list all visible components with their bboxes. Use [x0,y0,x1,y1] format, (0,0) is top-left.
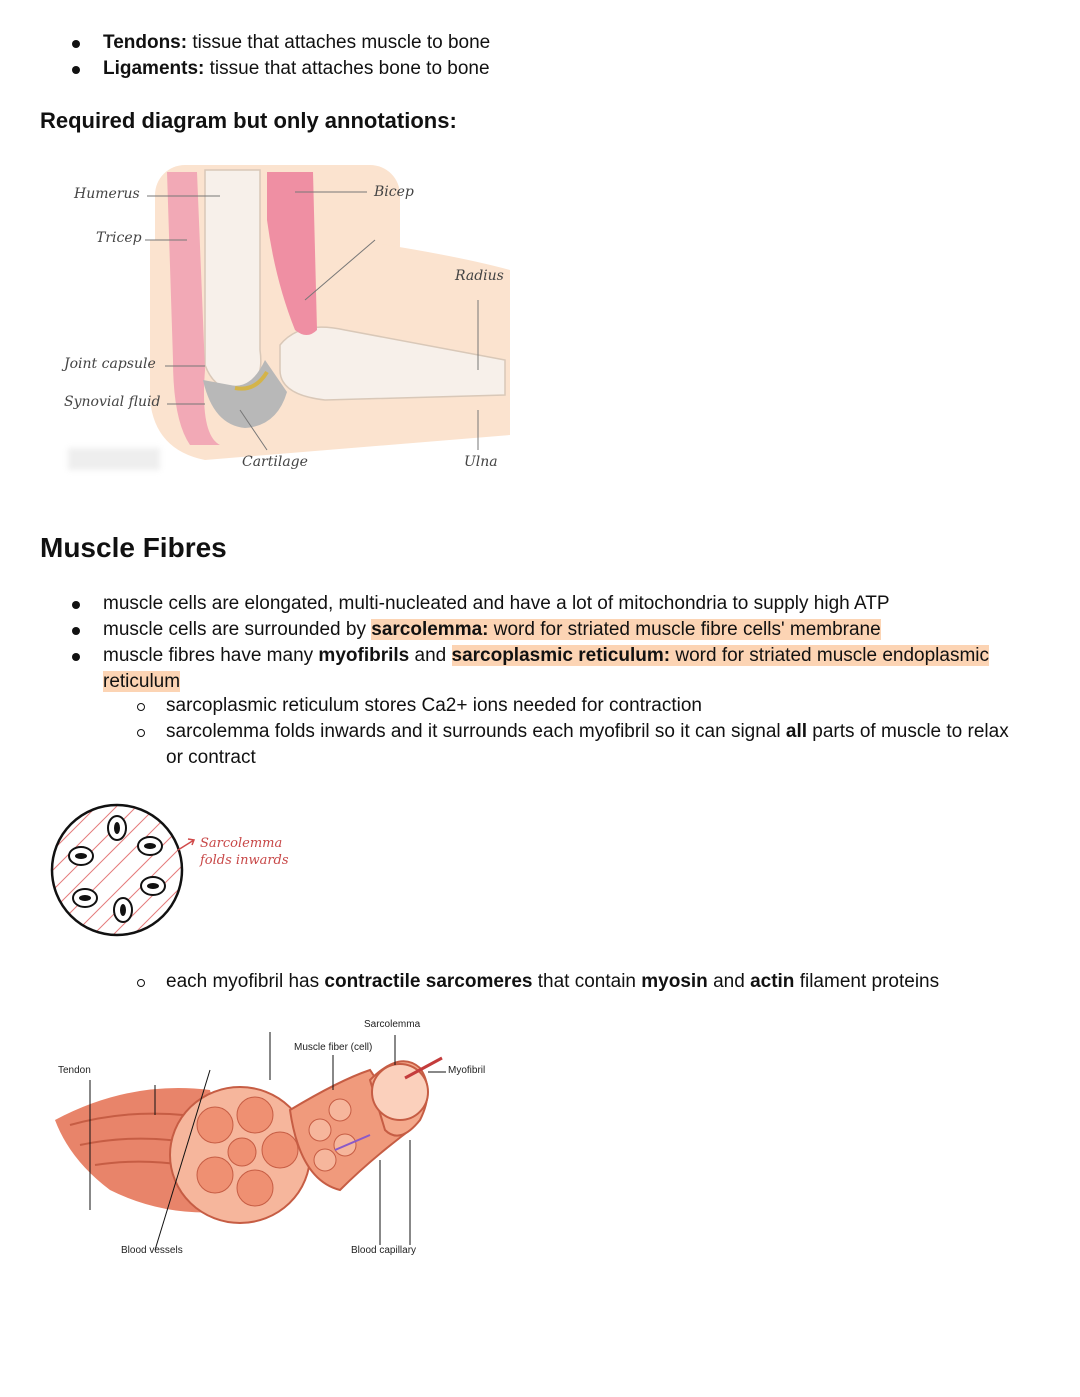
sr-term: sarcoplasmic reticulum: [451,645,671,666]
label-cartilage: Cartilage [242,454,308,470]
sub-bullet-circle [137,729,145,737]
label-tendon: Tendon [58,1065,91,1076]
tendons-bullet: Tendons: tissue that attaches muscle to … [103,30,490,56]
fibre-bullet-3-cont: reticulum [103,669,181,695]
label-humerus: Humerus [74,186,140,202]
tendons-term: Tendons: [103,32,188,53]
label-ulna: Ulna [464,454,498,470]
cartilage [234,370,269,391]
bullet-dot [72,66,80,74]
bullet-dot [72,627,80,635]
myofibril-cross-section-sketch [50,803,184,937]
myosin-term: myosin [641,971,708,992]
sub-bullet-2-cont: or contract [166,747,256,768]
sub-bullet-1: sarcoplasmic reticulum stores Ca2+ ions … [166,695,702,716]
humerus-bone [204,169,262,391]
label-sarcolemma: Sarcolemma [364,1019,421,1030]
sr-definition-cont: reticulum [103,671,181,692]
leader-bicep-elbow [304,239,376,301]
label-bicep: Bicep [374,184,414,200]
sarcomeres-term: contractile sarcomeres [324,971,533,992]
text: and [409,645,452,666]
leader-cartilage [239,409,268,451]
text: filament proteins [794,971,940,992]
label-radius: Radius [455,268,504,284]
blurred-label [68,448,160,470]
sarcolemma-highlight: sarcolemma: word for striated muscle fib… [371,619,881,640]
muscle-structure-diagram [55,1032,446,1251]
text: each myofibril has [166,971,325,992]
myofibril-end [371,1063,429,1121]
text: muscle cells are surrounded by [103,619,372,640]
myofibrils-term: myofibrils [318,645,410,666]
elbow-joint-diagram [145,165,510,460]
sarcolemma-definition: word for striated muscle fibre cells' me… [488,619,881,640]
tendons-definition: tissue that attaches muscle to bone [187,32,491,53]
label-myofibril: Myofibril [448,1065,486,1076]
fibre-bullet-3: muscle fibres have many myofibrils and s… [103,643,990,669]
sub-bullet-circle [137,703,145,711]
capillary-purple [334,1134,371,1151]
label-joint-capsule: Joint capsule [64,356,156,372]
ligaments-definition: tissue that attaches bone to bone [204,58,490,79]
sr-highlight: sarcoplasmic reticulum: word for striate… [451,645,990,666]
sarcolemma-term: sarcolemma: [371,619,489,640]
bullet-dot [72,653,80,661]
sketch-note-line1: Sarcolemma [200,836,283,851]
text: and [707,971,751,992]
diagram-heading: Required diagram but only annotations: [40,108,457,133]
ligaments-bullet: Ligaments: tissue that attaches bone to … [103,56,490,82]
capillary-red [404,1056,443,1080]
text: muscle fibres have many [103,645,319,666]
ligaments-term: Ligaments: [103,58,205,79]
text: that contain [532,971,642,992]
sketch-note-line2: folds inwards [200,853,289,868]
leader-blood-vessels [154,1069,211,1251]
label-blood-capillary: Blood capillary [351,1245,417,1256]
sarcomere-bullet: each myofibril has contractile sarcomere… [166,969,939,995]
sub-bullet-circle [137,979,145,987]
sketch-arrow [177,838,196,851]
sr-definition: word for striated muscle endoplasmic [670,645,990,666]
label-synovial-fluid: Synovial fluid [64,394,161,410]
section-title: Muscle Fibres [40,532,227,563]
label-tricep: Tricep [96,230,142,246]
bicep-muscle [267,172,317,335]
label-blood-vessels: Blood vessels [121,1245,183,1256]
emphasis: all [785,721,808,742]
actin-term: actin [750,971,795,992]
sub-bullet-2: sarcolemma folds inwards and it surround… [166,719,1009,745]
bullet-dot [72,40,80,48]
text: sarcolemma folds inwards and it surround… [166,721,786,742]
fibre-bullet-2: muscle cells are surrounded by sarcolemm… [103,617,881,643]
bullet-dot [72,601,80,609]
label-muscle-fiber: Muscle fiber (cell) [294,1042,373,1053]
text: parts of muscle to relax [807,721,1009,742]
fibre-bullet-1: muscle cells are elongated, multi-nuclea… [103,593,890,614]
